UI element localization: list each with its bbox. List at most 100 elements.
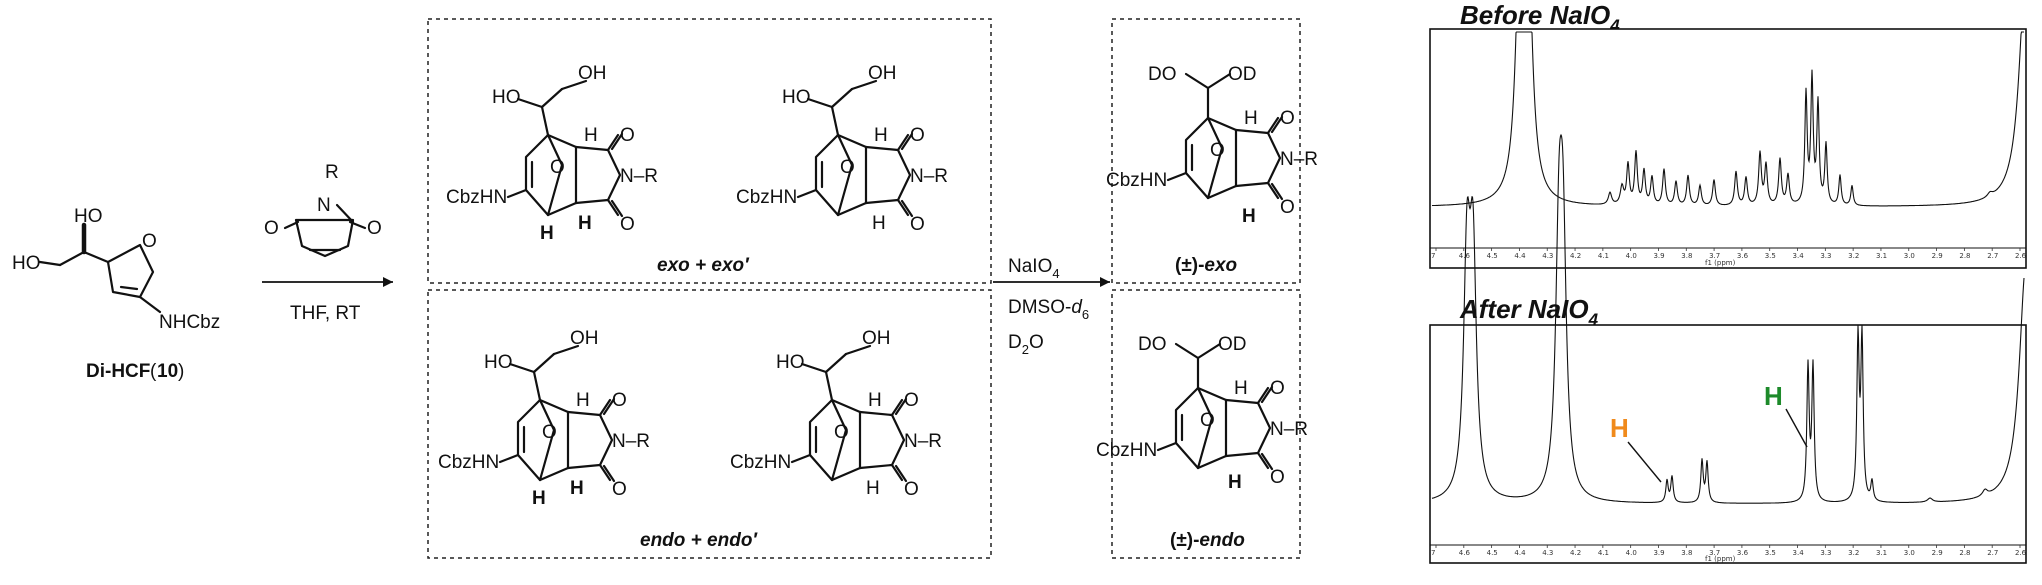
exo1-bridge-o: O bbox=[550, 157, 565, 178]
pendo-do: DO bbox=[1138, 334, 1167, 355]
axis-tick-label: 4.0 bbox=[1626, 549, 1637, 557]
axis-tick-label: 3.5 bbox=[1765, 252, 1776, 260]
axis-tick-label: 3.8 bbox=[1681, 252, 1692, 260]
pendo-h-top: H bbox=[1234, 378, 1248, 399]
product-endo: DO OD O O O N–R H CbzHN H bbox=[1096, 334, 1308, 493]
axis-tick-label: 2.9 bbox=[1932, 549, 1943, 557]
exo1-oh: OH bbox=[578, 63, 607, 84]
spectrum-after-axis-label: f1 (ppm) bbox=[1705, 555, 1736, 563]
endo2-o-top: O bbox=[904, 390, 919, 411]
axis-tick-label: 2.7 bbox=[1987, 252, 1998, 260]
conditions2-d2o: D2O bbox=[1008, 332, 1044, 357]
product-endo-box bbox=[1111, 289, 1301, 559]
endo-adduct-2: HO OH O O O N–R H CbzHN H bbox=[730, 328, 942, 500]
spectrum-after-trace bbox=[1431, 133, 2025, 504]
axis-tick-label: 4.6 bbox=[1459, 252, 1471, 260]
endo2-h-bottom: H bbox=[866, 478, 880, 499]
pendo-n-r: N–R bbox=[1270, 419, 1308, 440]
endo2-h-top: H bbox=[868, 390, 882, 411]
endo1-h-top: H bbox=[576, 390, 590, 411]
pexo-cbzhn: CbzHN bbox=[1106, 170, 1167, 191]
exo2-cbzhn: CbzHN bbox=[736, 187, 797, 208]
axis-tick-label: 3.4 bbox=[1793, 252, 1805, 260]
axis-tick-label: 4.2 bbox=[1570, 252, 1581, 260]
pexo-o-top: O bbox=[1280, 108, 1295, 129]
axis-tick-label: 3.9 bbox=[1653, 252, 1664, 260]
axis-tick-label: 4.6 bbox=[1459, 549, 1471, 557]
exo-adduct-1: HO OH O O O N–R H CbzHN H H bbox=[446, 63, 658, 244]
sm-name: Di-HCF bbox=[86, 361, 150, 382]
product-exo-caption: (±)-exo bbox=[1175, 255, 1237, 276]
endo2-bridge-o: O bbox=[834, 422, 849, 443]
axis-tick-label: 2.6 bbox=[2015, 252, 2027, 260]
endo1-h-blue: H bbox=[570, 478, 584, 499]
axis-tick-label: 3.7 bbox=[1709, 549, 1720, 557]
reagent-o-right: O bbox=[367, 218, 382, 239]
pexo-h-green: H bbox=[1242, 206, 1256, 227]
axis-tick-label: 3.3 bbox=[1820, 252, 1831, 260]
sm-nhcbz: NHCbz bbox=[159, 312, 220, 333]
exo-adduct-2: HO OH O O O N–R H CbzHN H bbox=[736, 63, 948, 235]
exo2-o-bottom: O bbox=[910, 214, 925, 235]
reaction-arrow-2: NaIO4 DMSO-d6 D2O bbox=[993, 256, 1110, 357]
axis-tick-label: 3.9 bbox=[1653, 549, 1664, 557]
endo1-oh: OH bbox=[570, 328, 599, 349]
axis-tick-label: 2.9 bbox=[1932, 252, 1943, 260]
exo1-h-blue: H bbox=[578, 213, 592, 234]
pexo-od: OD bbox=[1228, 64, 1257, 85]
axis-tick-label: 3.2 bbox=[1848, 252, 1859, 260]
conditions2-dmso: DMSO-d6 bbox=[1008, 297, 1089, 322]
exo-box bbox=[427, 18, 992, 284]
sm-ho-top: HO bbox=[74, 206, 103, 227]
endo-box bbox=[427, 289, 992, 559]
pendo-od: OD bbox=[1218, 334, 1247, 355]
pexo-o-bottom: O bbox=[1280, 197, 1295, 218]
exo1-h-red: H bbox=[540, 223, 554, 244]
endo1-n-r: N–R bbox=[612, 431, 650, 452]
reagent-r: R bbox=[325, 162, 339, 183]
annotation-green-leader bbox=[1785, 408, 1808, 448]
endo2-o-bottom: O bbox=[904, 479, 919, 500]
endo1-o-bottom: O bbox=[612, 479, 627, 500]
pexo-bridge-o: O bbox=[1210, 140, 1225, 161]
product-exo: DO OD O O O N–R H CbzHN H bbox=[1106, 64, 1318, 227]
exo2-oh: OH bbox=[868, 63, 897, 84]
exo2-h-top: H bbox=[874, 125, 888, 146]
axis-tick-label: 7 bbox=[1431, 252, 1435, 260]
endo1-ho: HO bbox=[484, 352, 513, 373]
exo1-o-top: O bbox=[620, 125, 635, 146]
spectrum-before-trace bbox=[1431, 31, 2024, 207]
endo2-ho: HO bbox=[776, 352, 805, 373]
axis-tick-label: 4.1 bbox=[1598, 252, 1609, 260]
pexo-n-r: N–R bbox=[1280, 149, 1318, 170]
endo1-o-top: O bbox=[612, 390, 627, 411]
reagent-n: N bbox=[317, 195, 331, 216]
axis-tick-label: 4.4 bbox=[1514, 549, 1526, 557]
endo-caption: endo + endo′ bbox=[640, 530, 758, 551]
axis-tick-label: 3.0 bbox=[1904, 252, 1915, 260]
endo2-oh: OH bbox=[862, 328, 891, 349]
exo2-h-bottom: H bbox=[872, 213, 886, 234]
axis-tick-label: 3.8 bbox=[1681, 549, 1692, 557]
endo2-n-r: N–R bbox=[904, 431, 942, 452]
pendo-cbzhn: CbzHN bbox=[1096, 440, 1157, 461]
exo1-ho: HO bbox=[492, 87, 521, 108]
axis-tick-label: 4.5 bbox=[1487, 252, 1498, 260]
pexo-do: DO bbox=[1148, 64, 1177, 85]
axis-tick-label: 2.8 bbox=[1959, 549, 1970, 557]
axis-tick-label: 4.4 bbox=[1514, 252, 1526, 260]
axis-tick-label: 3.1 bbox=[1876, 549, 1887, 557]
exo2-o-top: O bbox=[910, 125, 925, 146]
annotation-orange-h: H bbox=[1610, 413, 1629, 443]
pendo-h-orange: H bbox=[1228, 472, 1242, 493]
axis-tick-label: 2.7 bbox=[1987, 549, 1998, 557]
axis-tick-label: 4.5 bbox=[1487, 549, 1498, 557]
axis-tick-label: 4.3 bbox=[1542, 549, 1553, 557]
endo1-cbzhn: CbzHN bbox=[438, 452, 499, 473]
axis-tick-label: 4.0 bbox=[1626, 252, 1637, 260]
pendo-o-bottom: O bbox=[1270, 467, 1285, 488]
exo2-ho: HO bbox=[782, 87, 811, 108]
maleimide-reagent: R N O O bbox=[264, 162, 382, 258]
arrow1-conditions: THF, RT bbox=[290, 303, 361, 324]
